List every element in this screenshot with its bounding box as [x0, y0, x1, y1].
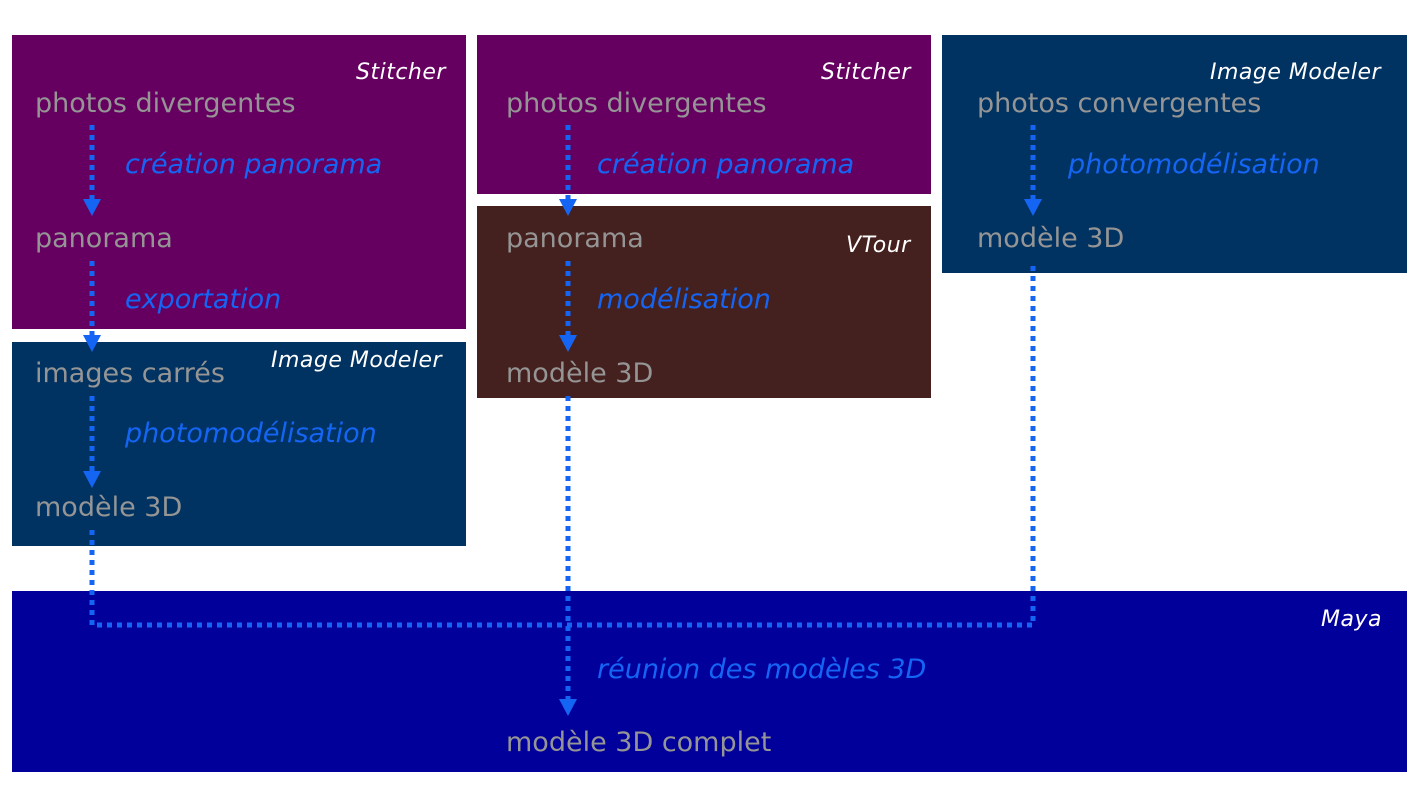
maya-step-reunion: réunion des modèles 3D	[597, 654, 927, 685]
col1-step-photomodelisation: photomodélisation	[125, 418, 377, 449]
maya-output-label: modèle 3D complet	[506, 727, 772, 758]
col2-vtour-box	[477, 206, 931, 398]
col2-step-modelisation: modélisation	[597, 284, 771, 315]
col1-step-exportation: exportation	[125, 284, 282, 315]
col2-step-creation-panorama: création panorama	[597, 149, 855, 180]
col2-arrowhead-2	[559, 335, 577, 352]
col1-to-maya-connector	[89, 262, 1036, 628]
col1-stitcher-tool-label: Stitcher	[356, 60, 446, 85]
col1-step-creation-panorama: création panorama	[125, 149, 383, 180]
col1-input-label: photos divergentes	[35, 88, 296, 119]
col1-imagemodeler-box	[12, 342, 466, 546]
col2-panorama-label: panorama	[506, 223, 644, 254]
col1-output-label: modèle 3D	[35, 492, 183, 523]
col3-arrowhead-1	[1024, 199, 1042, 216]
col3-imagemodeler-box	[942, 35, 1407, 273]
maya-tool-label: Maya	[1321, 607, 1382, 632]
col1-arrowhead-3	[83, 471, 101, 488]
col1-stitcher-box	[12, 35, 466, 329]
col1-arrowhead-2	[83, 335, 101, 352]
col3-output-label: modèle 3D	[977, 223, 1125, 254]
col2-stitcher-box	[477, 35, 931, 194]
col3-imagemodeler-tool-label: Image Modeler	[1210, 60, 1382, 85]
col1-panorama-label: panorama	[35, 223, 173, 254]
col2-arrowhead-1	[559, 199, 577, 216]
col2-vtour-tool-label: VTour	[846, 233, 911, 258]
col2-input-label: photos divergentes	[506, 88, 767, 119]
col3-input-label: photos convergentes	[977, 88, 1262, 119]
col2-output-label: modèle 3D	[506, 358, 654, 389]
col3-step-photomodelisation: photomodélisation	[1068, 149, 1320, 180]
maya-arrowhead	[559, 699, 577, 716]
maya-box	[12, 591, 1407, 772]
col1-images-carres-label: images carrés	[35, 358, 225, 389]
col1-arrowhead-1	[83, 199, 101, 216]
col2-stitcher-tool-label: Stitcher	[821, 60, 911, 85]
col1-imagemodeler-tool-label: Image Modeler	[271, 348, 443, 373]
